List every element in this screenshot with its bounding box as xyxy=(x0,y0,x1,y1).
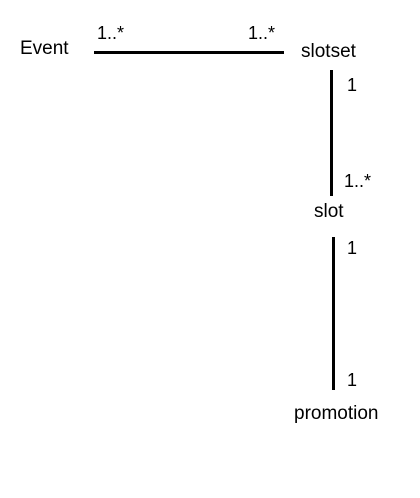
multiplicity-event-end: 1..* xyxy=(97,23,125,43)
association-line-slot-promotion xyxy=(332,237,335,390)
association-line-event-slotset xyxy=(94,51,284,54)
entity-event: Event xyxy=(20,38,69,59)
entity-promotion: promotion xyxy=(294,403,379,424)
entity-slot: slot xyxy=(314,201,344,222)
entity-slotset: slotset xyxy=(301,41,356,62)
multiplicity-slotset-end: 1 xyxy=(347,75,358,95)
multiplicity-slot-end-lower: 1 xyxy=(347,238,358,258)
multiplicity-slotset-end-top: 1..* xyxy=(248,23,276,43)
multiplicity-promotion-end: 1 xyxy=(347,370,358,390)
multiplicity-slot-end-upper: 1..* xyxy=(344,171,372,191)
association-line-slotset-slot xyxy=(330,70,333,196)
